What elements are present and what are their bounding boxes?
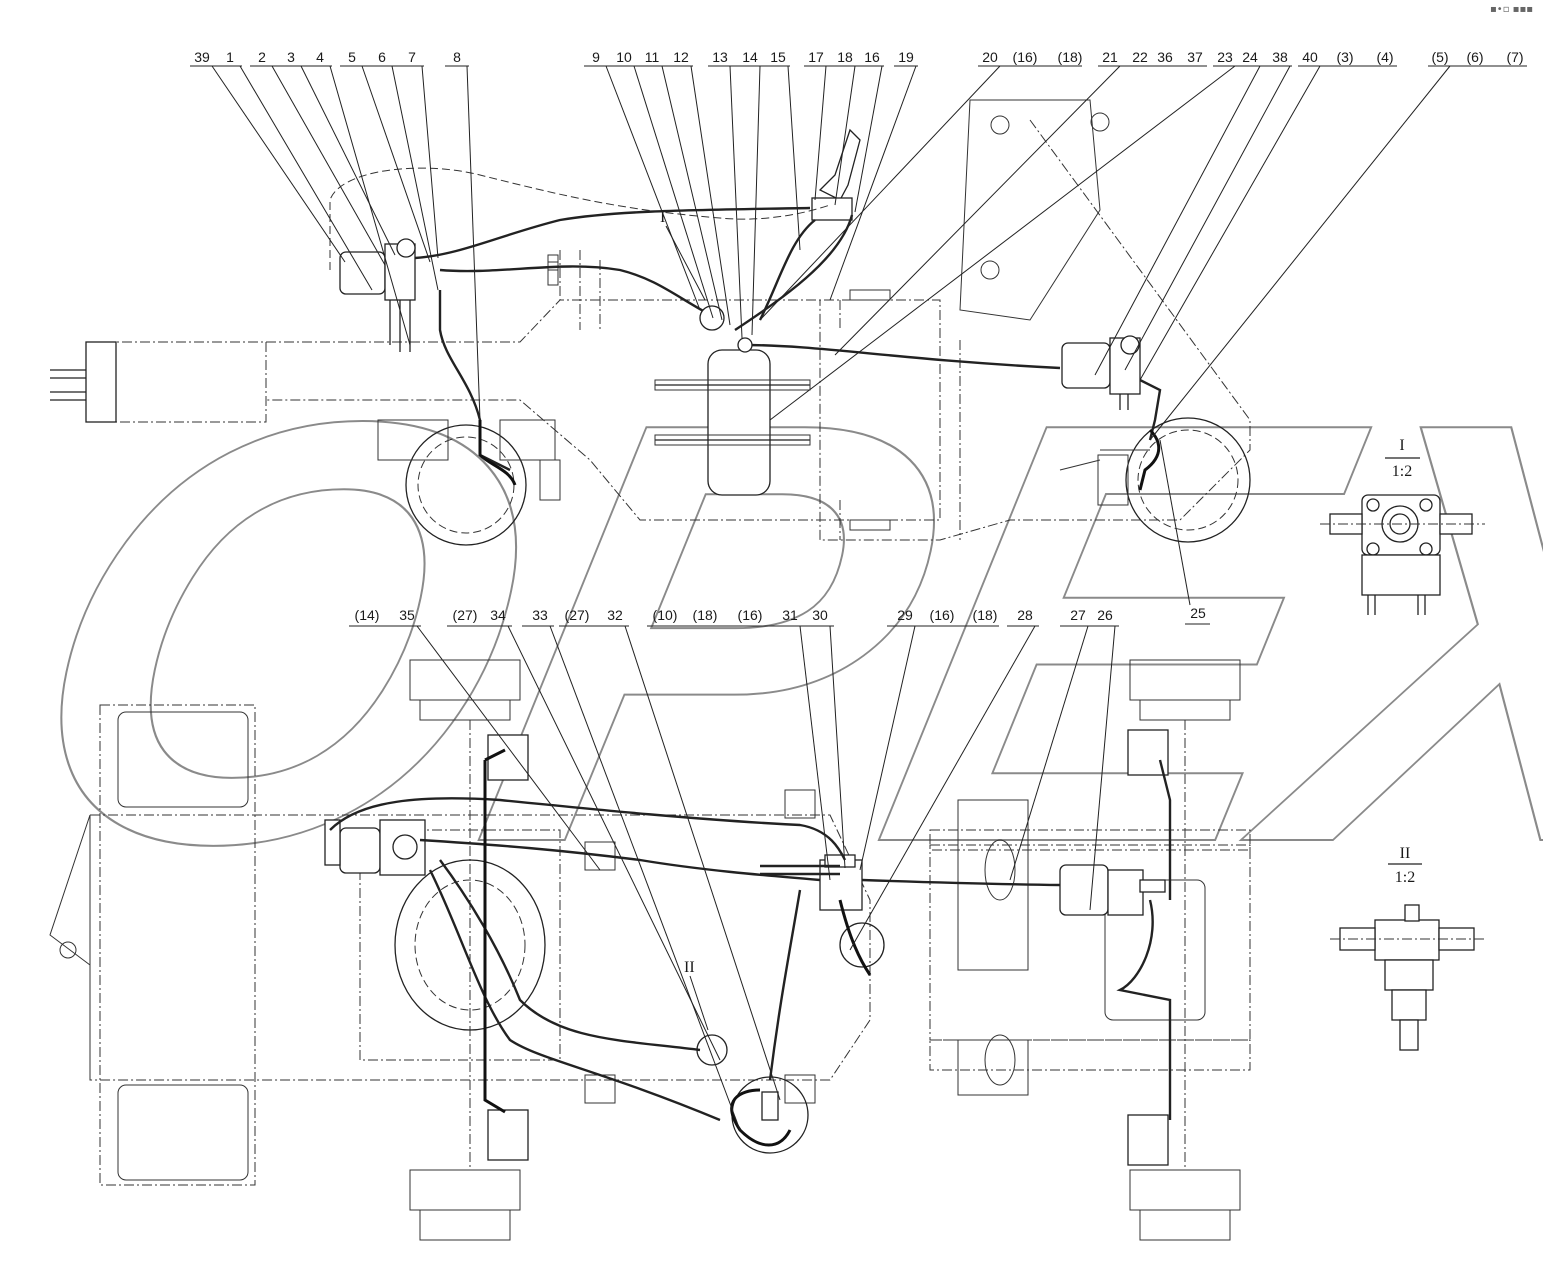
rear-pipes — [329, 748, 1172, 1147]
front-right-brake-booster — [1061, 335, 1141, 410]
callout-label: (4) — [1376, 49, 1393, 65]
section-mark-I: I — [660, 209, 665, 226]
callout-label: 36 — [1157, 49, 1173, 65]
callout-label: (18) — [693, 607, 718, 623]
callout-label: 1 — [226, 49, 234, 65]
callout-label: 32 — [607, 607, 623, 623]
callout-label: 18 — [837, 49, 853, 65]
callout-label: 6 — [378, 49, 386, 65]
callout-label: 20 — [982, 49, 998, 65]
callout-label: (5) — [1431, 49, 1448, 65]
callout-label: 35 — [399, 607, 415, 623]
air-reservoir — [654, 349, 811, 496]
callout-label: (16) — [738, 607, 763, 623]
callout-label: 37 — [1187, 49, 1203, 65]
callout-label: 27 — [1070, 607, 1086, 623]
callout-label: 14 — [742, 49, 758, 65]
callout-label: 12 — [673, 49, 689, 65]
detail-II-scale: 1:2 — [1395, 869, 1415, 886]
section-mark-II: II — [684, 959, 695, 976]
callout-label: 33 — [532, 607, 548, 623]
detail-I-title: I — [1399, 437, 1404, 454]
callout-label: (6) — [1466, 49, 1483, 65]
callout-label: 4 — [316, 49, 324, 65]
callout-label: (14) — [355, 607, 380, 623]
callout-label: 3 — [287, 49, 295, 65]
detail-view-II: II 1:2 — [1330, 845, 1485, 1051]
front-left-brake-booster — [339, 238, 416, 352]
callout-label: (27) — [453, 607, 478, 623]
callout-label: 40 — [1302, 49, 1318, 65]
callout-label: 31 — [782, 607, 798, 623]
gauge-rail — [547, 254, 559, 286]
callout-label: 2 — [258, 49, 266, 65]
front-pipes — [329, 167, 1162, 491]
callout-label: 23 — [1217, 49, 1233, 65]
detail-view-I: I 1:2 — [1320, 437, 1485, 615]
callout-label: (18) — [973, 607, 998, 623]
callout-label: 21 — [1102, 49, 1118, 65]
callout-label: 17 — [808, 49, 824, 65]
callout-label-25: 25 — [1190, 605, 1206, 621]
callout-label: (16) — [1013, 49, 1038, 65]
callout-label: 30 — [812, 607, 828, 623]
callout-label: 13 — [712, 49, 728, 65]
callout-label: (18) — [1058, 49, 1083, 65]
callout-label: 24 — [1242, 49, 1258, 65]
callout-label: 9 — [592, 49, 600, 65]
brake-pedal-valve — [811, 128, 861, 221]
site-logo: ▪•▫ ▪▪▪ — [1490, 4, 1533, 15]
callout-label: 5 — [348, 49, 356, 65]
callout-label: 22 — [1132, 49, 1148, 65]
callout-label: 34 — [490, 607, 506, 623]
callout-label: 15 — [770, 49, 786, 65]
callout-label: 28 — [1017, 607, 1033, 623]
front-frame — [50, 99, 1251, 546]
callout-label: (7) — [1506, 49, 1523, 65]
callout-label: 29 — [897, 607, 913, 623]
callout-label: (10) — [653, 607, 678, 623]
rear-frame — [49, 659, 1251, 1241]
detail-II-title: II — [1400, 845, 1411, 862]
rear-right-brake-booster — [1059, 864, 1166, 916]
rear-small-reservoir — [696, 1034, 809, 1154]
callout-label: 10 — [616, 49, 632, 65]
callout-label: 19 — [898, 49, 914, 65]
callout-label: 11 — [645, 49, 660, 65]
callout-label: 38 — [1272, 49, 1288, 65]
callout-label: (3) — [1336, 49, 1353, 65]
callout-label: 8 — [453, 49, 461, 65]
watermark: ОРЕХ — [0, 297, 1543, 967]
rear-left-brake-booster — [324, 819, 426, 876]
callout-label: (16) — [930, 607, 955, 623]
callout-label: 7 — [408, 49, 416, 65]
callout-label: 16 — [864, 49, 880, 65]
callout-label: 39 — [194, 49, 210, 65]
detail-I-scale: 1:2 — [1392, 463, 1412, 480]
callout-label: 26 — [1097, 607, 1113, 623]
callout-label: (27) — [565, 607, 590, 623]
